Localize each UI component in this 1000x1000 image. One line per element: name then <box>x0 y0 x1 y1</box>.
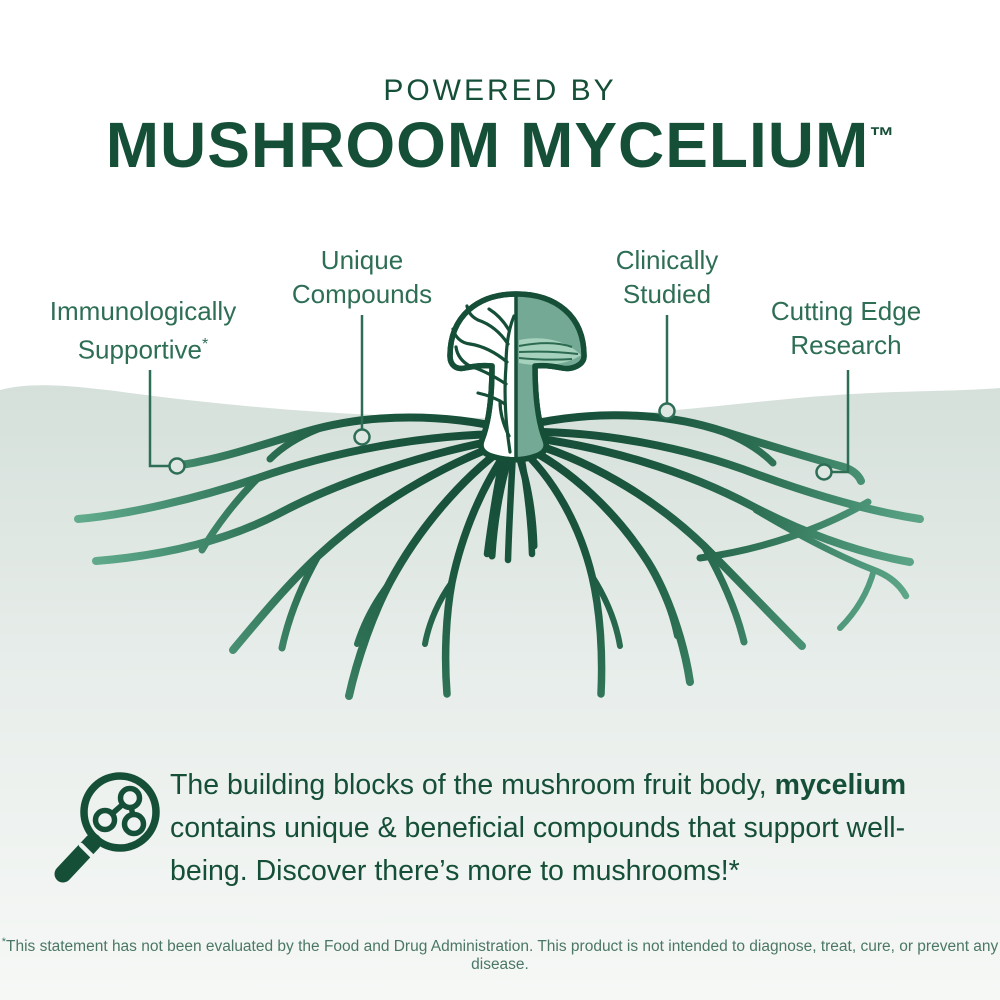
marker-unique <box>353 428 371 446</box>
callout-line2: Research <box>790 330 902 360</box>
description-line-2: contains unique & beneficial compounds t… <box>170 812 906 844</box>
description-line-3: being. Discover there’s more to mushroom… <box>170 855 740 887</box>
callout-line2: Supportive* <box>77 334 209 365</box>
callout-line2: Studied <box>622 279 712 309</box>
callout-cutting-edge-research: Cutting Edge Research <box>686 294 1000 362</box>
mushroom-hyphae <box>451 304 516 454</box>
marker-clinically <box>658 402 676 420</box>
footnote-marker: * <box>1 936 6 948</box>
mushroom-illustration <box>450 294 584 460</box>
callout-line1: Immunologically <box>49 296 237 326</box>
page-title: MUSHROOM MYCELIUM™ <box>0 108 1000 182</box>
callout-immunologically-supportive: Immunologically Supportive* <box>0 294 303 367</box>
callout-line2: Compounds <box>291 279 433 309</box>
ground <box>0 385 1000 1000</box>
callout-line1: Cutting Edge <box>770 296 922 326</box>
footnote-text: *This statement has not been evaluated b… <box>1 936 999 974</box>
leader-immunologically <box>148 370 169 468</box>
callout-clinically-studied: Clinically Studied <box>507 243 827 311</box>
description-line-1: The building blocks of the mushroom frui… <box>170 769 907 801</box>
marker-cutting <box>815 463 833 481</box>
asterisk: * <box>202 336 209 353</box>
page-title-text: MUSHROOM MYCELIUM <box>105 109 870 181</box>
description-text: The building blocks of the mushroom frui… <box>170 764 970 893</box>
trademark-symbol: ™ <box>869 122 895 151</box>
marker-immunologically <box>168 457 186 475</box>
leader-cutting <box>832 370 850 474</box>
callout-line1: Clinically <box>615 245 719 275</box>
callout-unique-compounds: Unique Compounds <box>202 243 522 311</box>
description-bold-word: mycelium <box>774 769 907 801</box>
callout-line1: Unique <box>320 245 404 275</box>
mushroom-gills <box>518 338 581 366</box>
magnifier-molecule-icon <box>54 772 160 883</box>
callout-leader-lines <box>148 315 850 481</box>
header-eyebrow: POWERED BY <box>383 74 617 107</box>
molecule-glyph <box>92 785 147 837</box>
